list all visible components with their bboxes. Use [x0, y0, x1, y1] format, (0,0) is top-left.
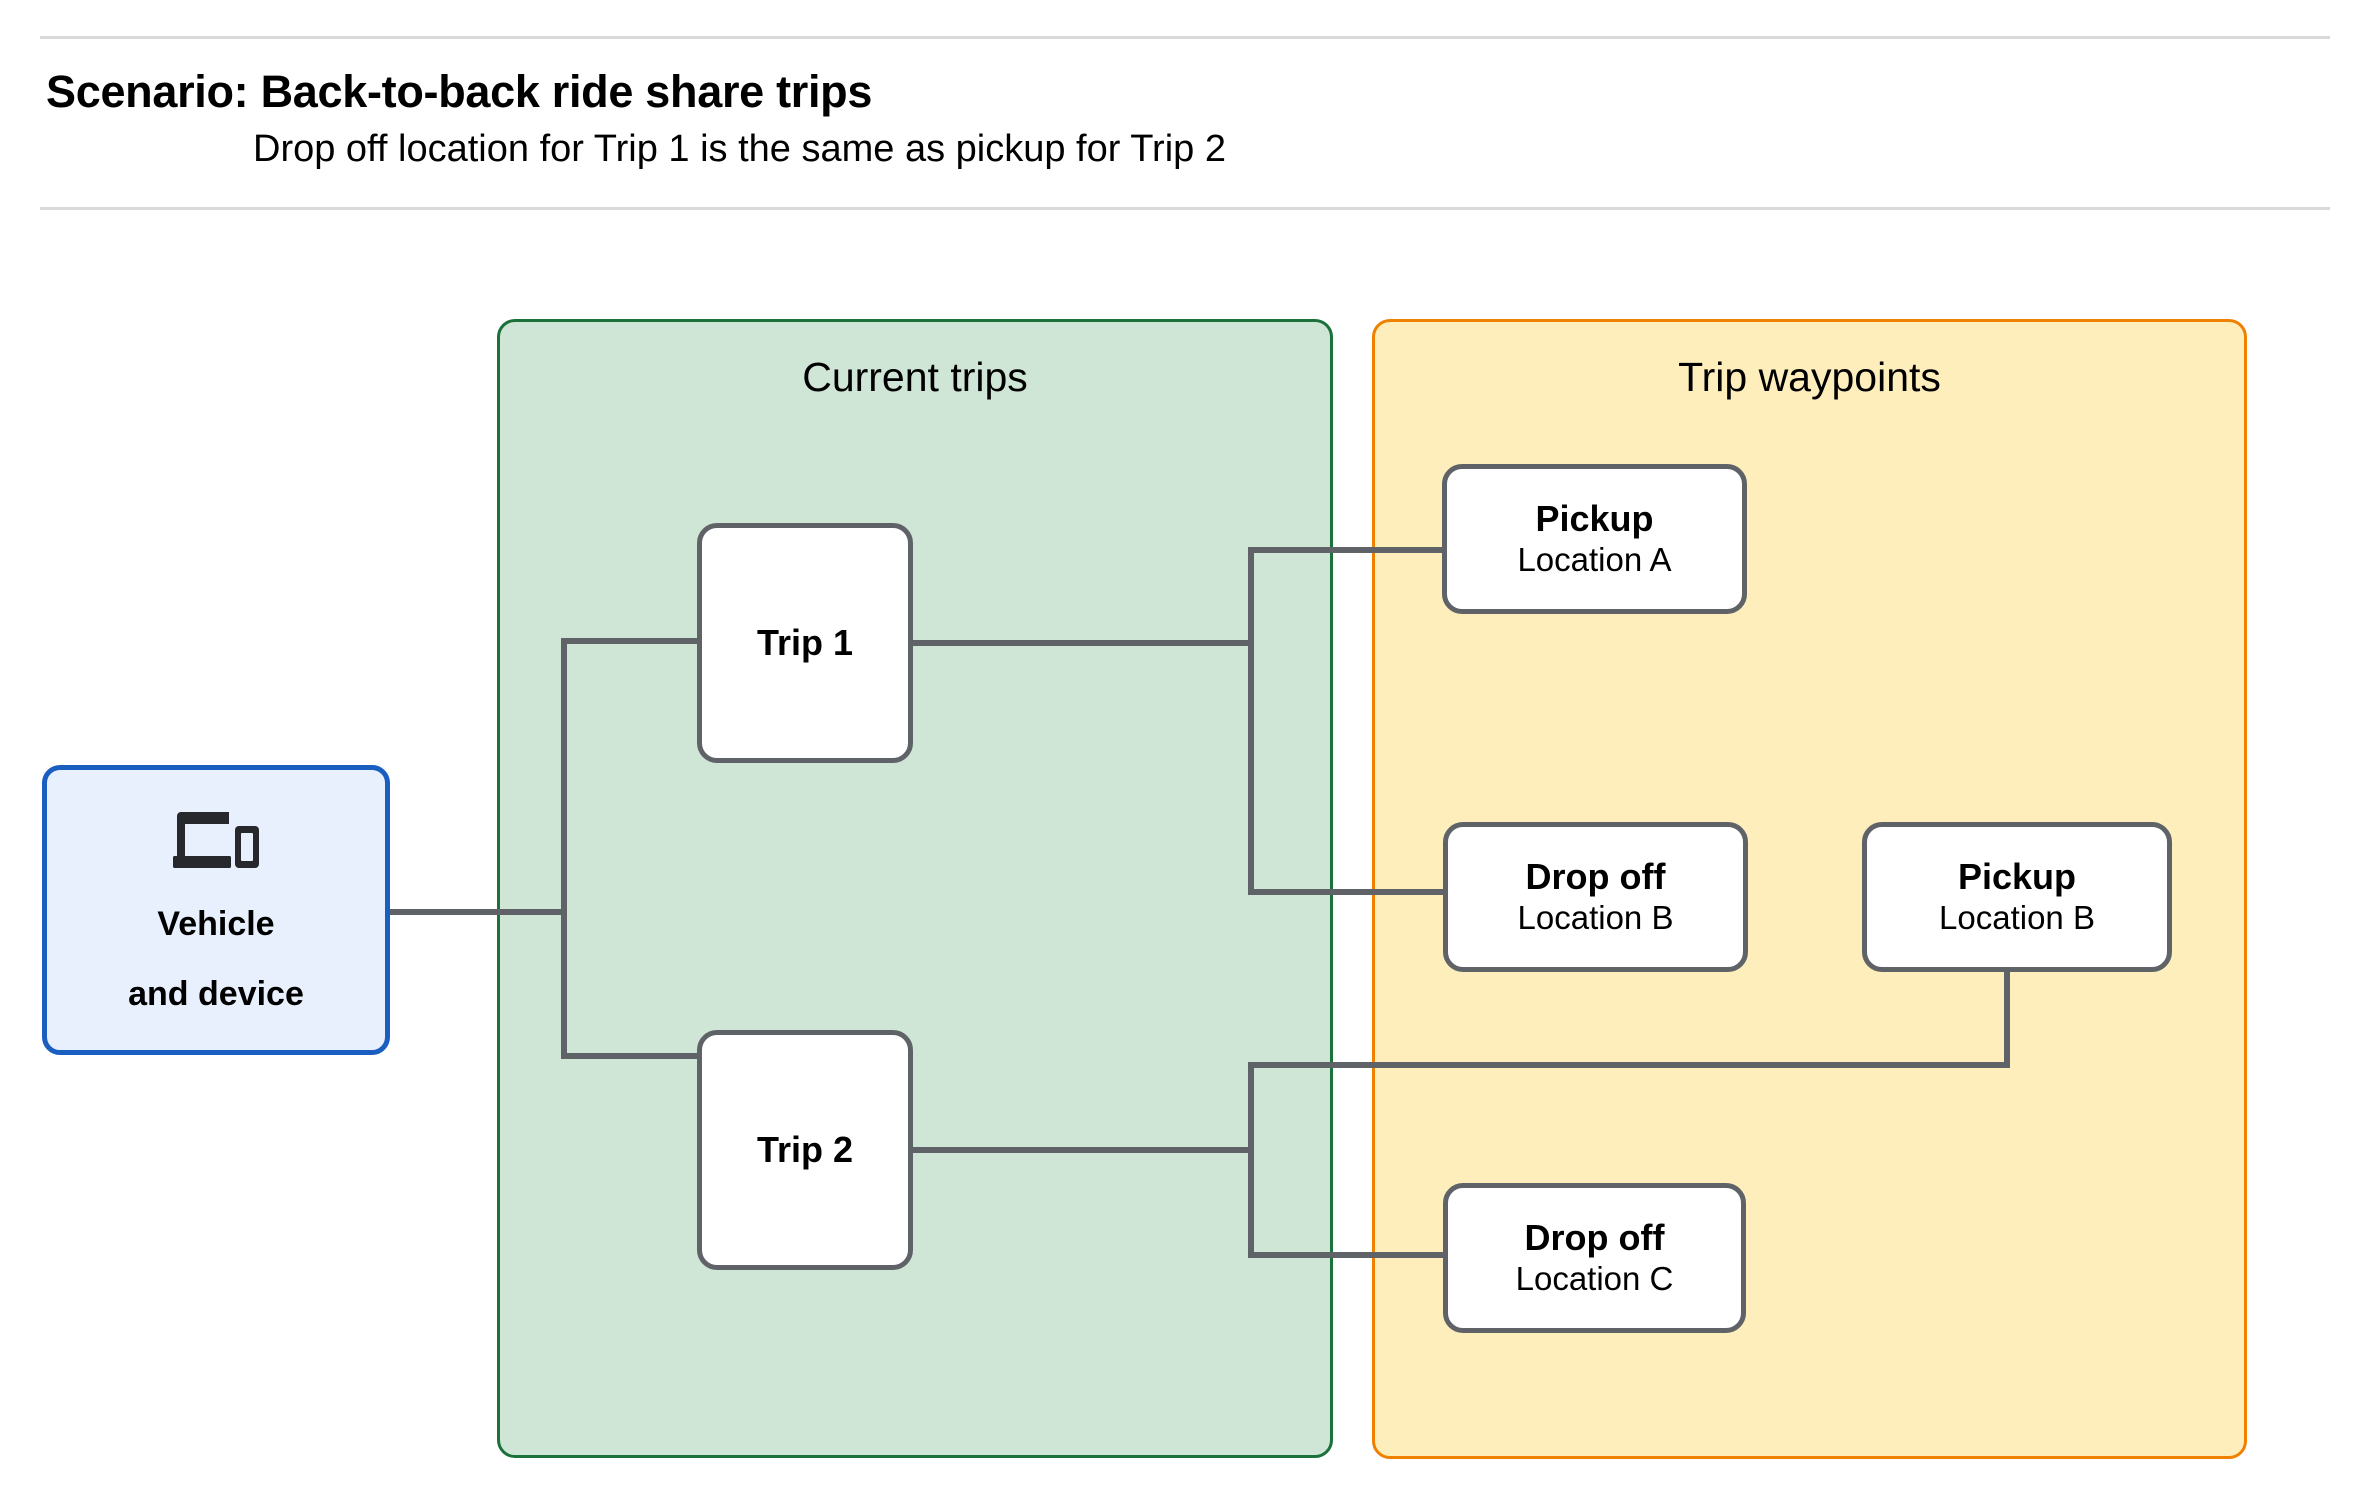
node-pickup-location-a-title: Pickup	[1535, 497, 1654, 539]
wire-trip1-to-dropoff-b	[1248, 889, 1448, 895]
wire-trip2-out	[909, 1147, 1254, 1153]
wire-vehicle-to-trunk	[387, 909, 567, 915]
node-trip-2-label: Trip 2	[756, 1128, 854, 1170]
wire-trip1-branch-vertical	[1248, 547, 1254, 895]
page-title: Scenario: Back-to-back ride share trips	[46, 66, 873, 117]
wire-trip2-branch-vertical	[1248, 1062, 1254, 1258]
devices-icon	[173, 812, 259, 874]
node-dropoff-location-b-subtitle: Location B	[1517, 899, 1674, 937]
wire-trip1-out	[909, 640, 1254, 646]
wire-trip2-to-pickup-b	[1248, 1062, 2010, 1068]
wire-trip1-to-pickup-a	[1248, 547, 1448, 553]
wire-trunk-vertical	[561, 641, 567, 1059]
group-current-trips-title: Current trips	[802, 354, 1028, 400]
node-pickup-location-a-subtitle: Location A	[1517, 541, 1672, 579]
node-pickup-location-a[interactable]: Pickup Location A	[1442, 464, 1747, 614]
group-current-trips: Current trips	[497, 319, 1333, 1458]
node-dropoff-location-b-title: Drop off	[1525, 855, 1666, 897]
node-dropoff-location-b[interactable]: Drop off Location B	[1443, 822, 1748, 972]
group-trip-waypoints-title: Trip waypoints	[1678, 354, 1941, 400]
node-vehicle-label-line2: and device	[128, 975, 304, 1014]
node-pickup-location-b[interactable]: Pickup Location B	[1862, 822, 2172, 972]
header-divider-bottom	[40, 207, 2330, 210]
node-vehicle-and-device[interactable]: Vehicle and device	[42, 765, 390, 1055]
node-dropoff-location-c-subtitle: Location C	[1515, 1260, 1674, 1298]
header-divider-top	[40, 36, 2330, 39]
node-trip-1[interactable]: Trip 1	[697, 523, 913, 763]
wire-trunk-to-trip2	[561, 1053, 701, 1059]
page-subtitle: Drop off location for Trip 1 is the same…	[253, 128, 1226, 170]
node-dropoff-location-c[interactable]: Drop off Location C	[1443, 1183, 1746, 1333]
wire-trip2-to-dropoff-c	[1248, 1252, 1448, 1258]
node-dropoff-location-c-title: Drop off	[1524, 1216, 1665, 1258]
node-pickup-location-b-subtitle: Location B	[1939, 899, 2095, 937]
wire-trunk-to-trip1	[561, 638, 701, 644]
node-trip-2[interactable]: Trip 2	[697, 1030, 913, 1270]
node-pickup-location-b-title: Pickup	[1957, 855, 2077, 897]
node-vehicle-label-line1: Vehicle	[157, 905, 275, 943]
node-trip-1-label: Trip 1	[756, 621, 854, 663]
wire-pickup-b-drop	[2004, 962, 2010, 1066]
